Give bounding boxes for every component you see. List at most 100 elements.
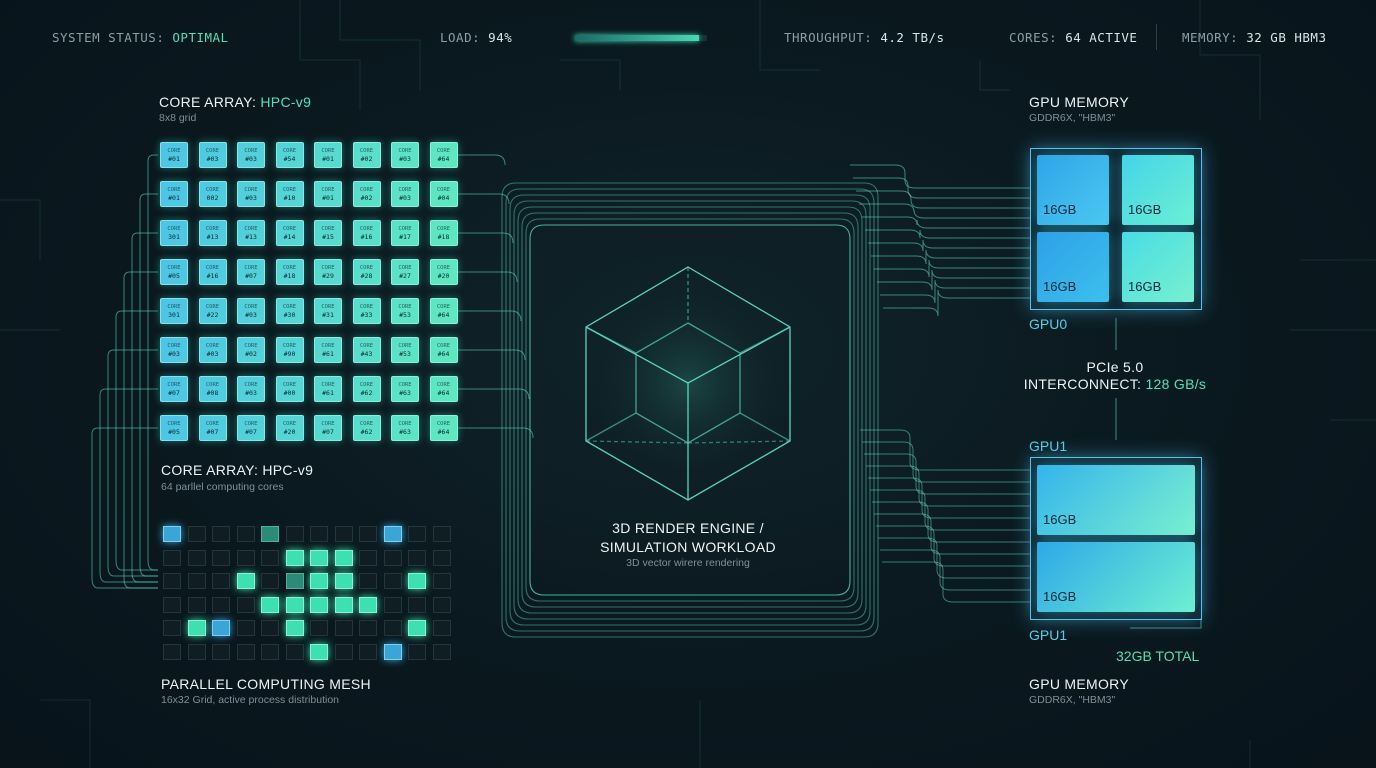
- core-chip-label: CORE: [321, 226, 335, 232]
- mesh-cell: [187, 620, 206, 636]
- mesh-cell: [187, 526, 206, 542]
- mesh-cell: [163, 643, 181, 660]
- mesh-cell: [285, 526, 304, 542]
- wire: [872, 501, 1030, 543]
- mesh-cell: [163, 596, 181, 613]
- core-chip-id: #05: [168, 428, 180, 436]
- core-chip-id: #02: [360, 194, 373, 202]
- wire: [517, 206, 863, 614]
- core-chip-id: #14: [283, 233, 296, 241]
- core-chip-id: #28: [360, 272, 373, 280]
- wire: [147, 154, 158, 571]
- core-chip: CORE#16: [198, 259, 227, 285]
- mesh-cell: [261, 596, 279, 613]
- wire: [525, 218, 855, 602]
- mesh-cell: [163, 620, 181, 636]
- wire: [860, 429, 1030, 471]
- wire: [866, 465, 1030, 507]
- mesh-cell: [212, 643, 230, 660]
- core-chip-label: CORE: [282, 187, 297, 193]
- core-chip-label: CORE: [436, 304, 451, 310]
- core-chip-label: CORE: [436, 187, 451, 193]
- mesh-cell: [408, 596, 426, 613]
- load-bar: [575, 35, 707, 41]
- core-chip-id: #90: [283, 350, 296, 358]
- core-chip-id: #20: [283, 428, 296, 436]
- core-chip-label: CORE: [359, 226, 374, 232]
- core-chip: CORE#22: [198, 298, 227, 324]
- core-chip: CORE#53: [391, 298, 419, 324]
- core-chip-label: CORE: [436, 265, 451, 271]
- core-chip-label: CORE: [359, 382, 374, 388]
- load-readout: LOAD: 94%: [440, 30, 513, 45]
- core-chip: CORE#30: [275, 298, 304, 324]
- core-chip: CORE#63: [391, 376, 419, 402]
- core-chip-id: #03: [206, 350, 219, 358]
- core-chip-label: CORE: [167, 187, 181, 193]
- core-chip: CORE#02: [352, 181, 381, 207]
- wire: [455, 427, 534, 439]
- core-chip-id: #03: [245, 194, 257, 202]
- core-chip: CORE#03: [160, 337, 188, 363]
- core-chip: CORE#13: [198, 220, 227, 246]
- core-chip-label: CORE: [244, 421, 258, 427]
- core-chip-id: #01: [168, 155, 180, 163]
- core-chip-id: #64: [437, 155, 450, 163]
- core-chip: CORE#13: [237, 220, 265, 246]
- mesh-cell: [285, 549, 304, 566]
- core-chip: CORE#03: [198, 142, 227, 168]
- core-chip: CORE#07: [237, 415, 265, 441]
- mesh-cell: [408, 643, 426, 660]
- wire: [877, 269, 1030, 291]
- wire: [339, 0, 421, 90]
- wire: [882, 561, 1030, 603]
- core-chip-id: #15: [322, 233, 334, 241]
- wire: [868, 477, 1030, 519]
- core-chip-label: CORE: [244, 226, 258, 232]
- core-chip: CORE#02: [352, 142, 381, 168]
- core-chip-id: 301: [168, 233, 180, 241]
- throughput-readout: THROUGHPUT: 4.2 TB/s: [784, 30, 945, 45]
- mesh-cell: [163, 526, 181, 542]
- mesh-cell: [236, 596, 255, 613]
- mesh-cell: [432, 549, 451, 566]
- core-chip: CORE#02: [237, 337, 265, 363]
- core-chip: CORE#64: [429, 337, 458, 363]
- core-chip-label: CORE: [398, 421, 412, 427]
- mesh-cell: [334, 526, 353, 542]
- wire: [455, 193, 510, 205]
- core-chip-label: CORE: [398, 265, 412, 271]
- wire: [40, 699, 91, 768]
- wire: [870, 489, 1030, 531]
- mesh-cell: [236, 620, 255, 636]
- wire: [513, 200, 867, 620]
- mesh-cell: [432, 643, 451, 660]
- wire: [91, 427, 158, 589]
- core-chip: CORE#64: [429, 415, 458, 441]
- core-chip-id: #07: [322, 428, 334, 436]
- core-chip: CORE#17: [391, 220, 419, 246]
- core-chip-label: CORE: [205, 226, 220, 232]
- mesh-cell: [236, 643, 255, 660]
- mesh-cell: [359, 573, 377, 589]
- core-chip-label: CORE: [167, 148, 181, 154]
- core-chip-label: CORE: [167, 343, 181, 349]
- core-chip-label: CORE: [244, 148, 258, 154]
- core-chip-label: CORE: [436, 343, 451, 349]
- core-chip-id: #63: [399, 389, 411, 397]
- mesh-cell: [310, 549, 328, 566]
- wire: [862, 441, 1030, 483]
- wire: [883, 289, 1030, 317]
- core-chip-id: #18: [283, 272, 296, 280]
- core-chip-label: CORE: [436, 226, 451, 232]
- core-chip-id: #22: [206, 311, 219, 319]
- core-chip-label: CORE: [205, 148, 220, 154]
- core-chip-label: CORE: [321, 343, 335, 349]
- core-chip-id: #53: [399, 350, 411, 358]
- gpu0-module-1: 16GB: [1037, 155, 1109, 225]
- mesh-cell: [261, 643, 279, 660]
- core-chip-id: #01: [322, 194, 334, 202]
- wire: [1130, 618, 1202, 629]
- core-chip-label: CORE: [359, 265, 374, 271]
